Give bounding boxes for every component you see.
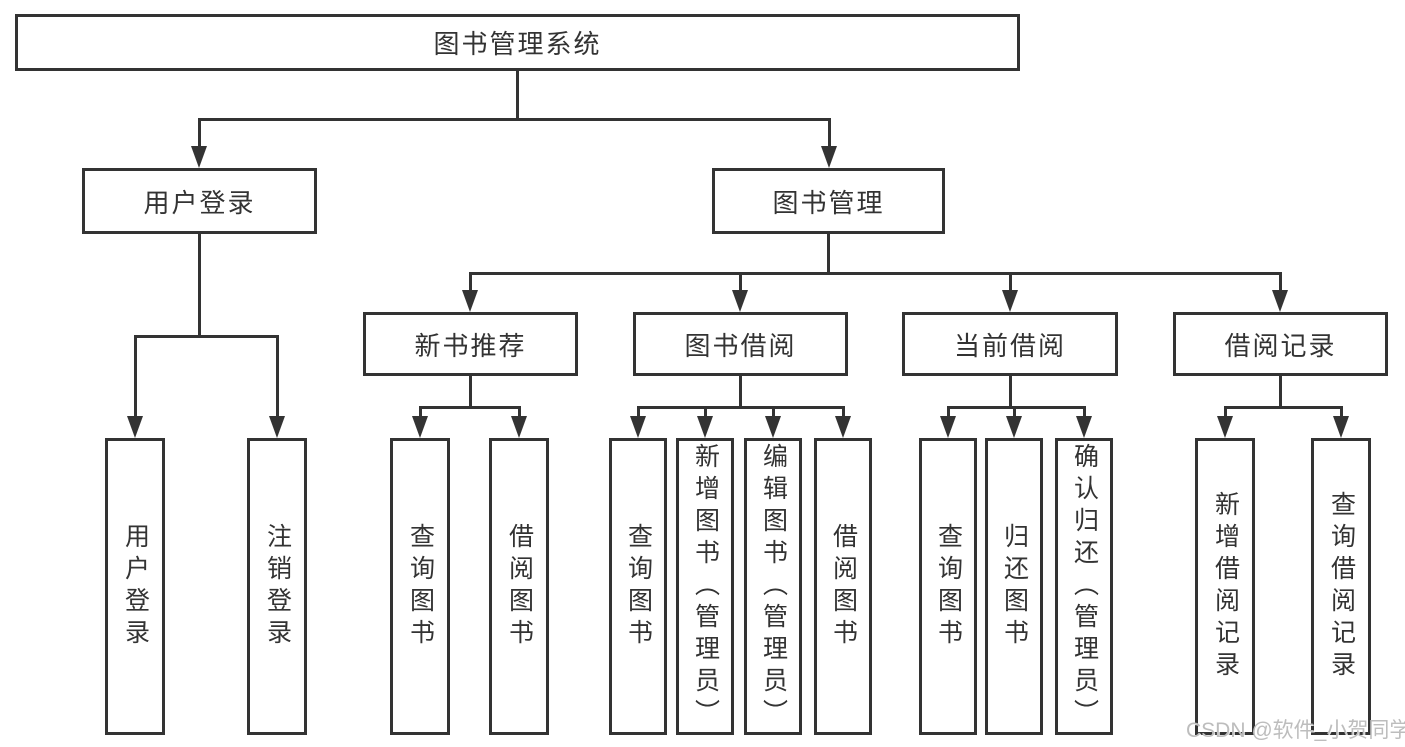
leaf-add-borrow-record: 新增借阅记录 xyxy=(1195,438,1255,735)
node-label: 图书借阅 xyxy=(684,330,797,361)
node-library-management-system: 图书管理系统 xyxy=(15,14,1020,71)
arrowhead-down-icon xyxy=(1217,416,1233,438)
node-book-management: 图书管理 xyxy=(712,168,945,234)
arrowhead-down-icon xyxy=(765,416,781,438)
leaf-label: 确认归还（管理员） xyxy=(1070,442,1099,731)
leaf-query-books-current: 查询图书 xyxy=(919,438,977,735)
connector-line xyxy=(1224,406,1343,409)
arrowhead-down-icon xyxy=(1076,416,1092,438)
leaf-label: 归还图书 xyxy=(1000,522,1029,651)
node-label: 图书管理 xyxy=(772,187,885,218)
leaf-logout: 注销登录 xyxy=(247,438,307,735)
node-label: 借阅记录 xyxy=(1224,330,1337,361)
watermark: CSDN @软件_小贺同学 xyxy=(1186,719,1405,742)
leaf-label: 查询借阅记录 xyxy=(1327,490,1356,683)
leaf-query-borrow-record: 查询借阅记录 xyxy=(1311,438,1371,735)
leaf-borrow-books-borrowing: 借阅图书 xyxy=(814,438,872,735)
leaf-label: 查询图书 xyxy=(934,522,963,651)
leaf-label: 借阅图书 xyxy=(505,522,534,651)
connector-line xyxy=(198,234,201,335)
connector-line xyxy=(419,406,521,409)
leaf-label: 借阅图书 xyxy=(829,522,858,651)
arrowhead-down-icon xyxy=(127,416,143,438)
connector-line xyxy=(469,272,472,292)
connector-line xyxy=(469,272,1282,275)
leaf-label: 查询图书 xyxy=(624,522,653,651)
arrowhead-down-icon xyxy=(191,146,207,168)
arrowhead-down-icon xyxy=(269,416,285,438)
leaf-return-book: 归还图书 xyxy=(985,438,1043,735)
arrowhead-down-icon xyxy=(630,416,646,438)
connector-line xyxy=(419,406,422,418)
connector-line xyxy=(1279,376,1282,406)
arrowhead-down-icon xyxy=(511,416,527,438)
leaf-label: 用户登录 xyxy=(121,522,150,651)
arrowhead-down-icon xyxy=(732,290,748,312)
leaf-label: 新增图书（管理员） xyxy=(691,442,720,731)
connector-line xyxy=(1009,272,1012,292)
leaf-label: 新增借阅记录 xyxy=(1211,490,1240,683)
leaf-label: 注销登录 xyxy=(263,522,292,651)
connector-line xyxy=(1009,376,1012,406)
connector-line xyxy=(198,118,831,121)
leaf-confirm-return-admin: 确认归还（管理员） xyxy=(1055,438,1113,735)
node-book-borrowing: 图书借阅 xyxy=(633,312,848,376)
connector-line xyxy=(637,406,640,418)
arrowhead-down-icon xyxy=(1333,416,1349,438)
connector-line xyxy=(1013,406,1016,418)
node-borrowing-records: 借阅记录 xyxy=(1173,312,1388,376)
connector-line xyxy=(842,406,845,418)
connector-line xyxy=(947,406,950,418)
arrowhead-down-icon xyxy=(1272,290,1288,312)
connector-line xyxy=(828,118,831,148)
connector-line xyxy=(947,406,1086,409)
connector-line xyxy=(739,272,742,292)
leaf-query-books-recommendation: 查询图书 xyxy=(390,438,450,735)
arrowhead-down-icon xyxy=(412,416,428,438)
arrowhead-down-icon xyxy=(821,146,837,168)
leaf-query-books-borrowing: 查询图书 xyxy=(609,438,667,735)
node-label: 当前借阅 xyxy=(953,330,1066,361)
connector-line xyxy=(772,406,775,418)
leaf-borrow-books-recommendation: 借阅图书 xyxy=(489,438,549,735)
connector-line xyxy=(516,71,519,118)
connector-line xyxy=(704,406,707,418)
node-new-book-recommendation: 新书推荐 xyxy=(363,312,578,376)
node-label: 图书管理系统 xyxy=(433,29,602,59)
connector-line xyxy=(827,234,830,272)
connector-line xyxy=(1224,406,1227,418)
connector-line xyxy=(198,118,201,148)
leaf-label: 查询图书 xyxy=(406,522,435,651)
arrowhead-down-icon xyxy=(940,416,956,438)
arrowhead-down-icon xyxy=(835,416,851,438)
leaf-add-book-admin: 新增图书（管理员） xyxy=(676,438,734,735)
connector-line xyxy=(1083,406,1086,418)
connector-line xyxy=(739,376,742,406)
node-user-login: 用户登录 xyxy=(82,168,317,234)
leaf-label: 编辑图书（管理员） xyxy=(759,442,788,731)
node-label: 新书推荐 xyxy=(414,330,527,361)
arrowhead-down-icon xyxy=(1006,416,1022,438)
node-label: 用户登录 xyxy=(143,187,256,218)
connector-line xyxy=(1340,406,1343,418)
arrowhead-down-icon xyxy=(697,416,713,438)
leaf-user-login: 用户登录 xyxy=(105,438,165,735)
connector-line xyxy=(276,335,279,418)
node-current-borrowing: 当前借阅 xyxy=(902,312,1118,376)
arrowhead-down-icon xyxy=(462,290,478,312)
connector-line xyxy=(637,406,845,409)
connector-line xyxy=(134,335,279,338)
connector-line xyxy=(1279,272,1282,292)
arrowhead-down-icon xyxy=(1002,290,1018,312)
leaf-edit-book-admin: 编辑图书（管理员） xyxy=(744,438,802,735)
connector-line xyxy=(518,406,521,418)
connector-line xyxy=(134,335,137,418)
connector-line xyxy=(469,376,472,406)
